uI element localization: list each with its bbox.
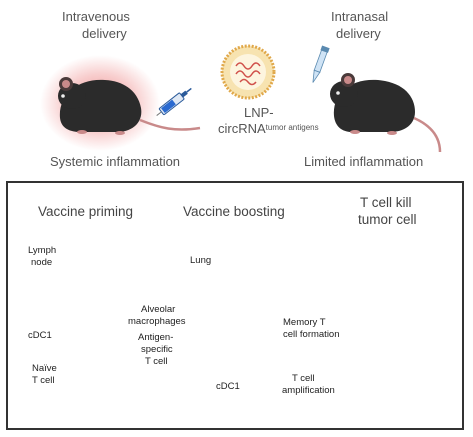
alveolar-macrophages-label-line2: macrophages (128, 316, 186, 327)
amplification-label-line1: T cell (292, 373, 315, 384)
iv-mouse (40, 55, 201, 151)
vaccine-boosting-title: Vaccine boosting (183, 204, 285, 219)
in-label-line2: delivery (336, 26, 381, 41)
cdc1-label-left: cDC1 (28, 330, 52, 341)
cdc1-label-bottom: cDC1 (216, 381, 240, 392)
in-mouse (330, 73, 442, 153)
naive-tcell-label-line2: T cell (32, 375, 55, 386)
lymph-node-label-line2: node (31, 257, 53, 268)
lymph-node-label-line1: Lymph (28, 245, 57, 256)
syringe-icon (156, 87, 192, 116)
alveolar-macrophages-label-line1: Alveolar (141, 304, 176, 315)
memory-tcell-label-line2: cell formation (283, 329, 340, 340)
lnp-label-line1: LNP- (244, 105, 274, 120)
iv-label-line1: Intravenous (62, 9, 130, 24)
vaccine-priming-title: Vaccine priming (38, 204, 134, 219)
tcell-kill-title-line1: T cell kill (360, 195, 412, 210)
pipette-icon (312, 45, 330, 83)
amplification-label-line2: amplification (282, 385, 335, 396)
antigen-specific-label-line2: specific (141, 344, 173, 355)
lung-label: Lung (190, 255, 212, 266)
lnp-particle-icon (220, 44, 276, 100)
lnp-label-line2: circRNAtumor antigens (218, 121, 319, 136)
mechanism-panel (6, 181, 464, 430)
lnp-label-sup: tumor antigens (265, 123, 319, 133)
iv-label-line2: delivery (82, 26, 127, 41)
tcell-kill-title-line2: tumor cell (358, 212, 417, 227)
lnp-label-main: circRNA (218, 121, 266, 136)
in-label-line1: Intranasal (331, 9, 389, 24)
systemic-inflammation-label: Systemic inflammation (50, 154, 181, 169)
naive-tcell-label-line1: Naïve (32, 363, 57, 374)
antigen-specific-label-line3: T cell (145, 356, 168, 367)
limited-inflammation-label: Limited inflammation (304, 154, 424, 169)
antigen-specific-label-line1: Antigen- (138, 332, 174, 343)
memory-tcell-label-line1: Memory T (283, 317, 326, 328)
